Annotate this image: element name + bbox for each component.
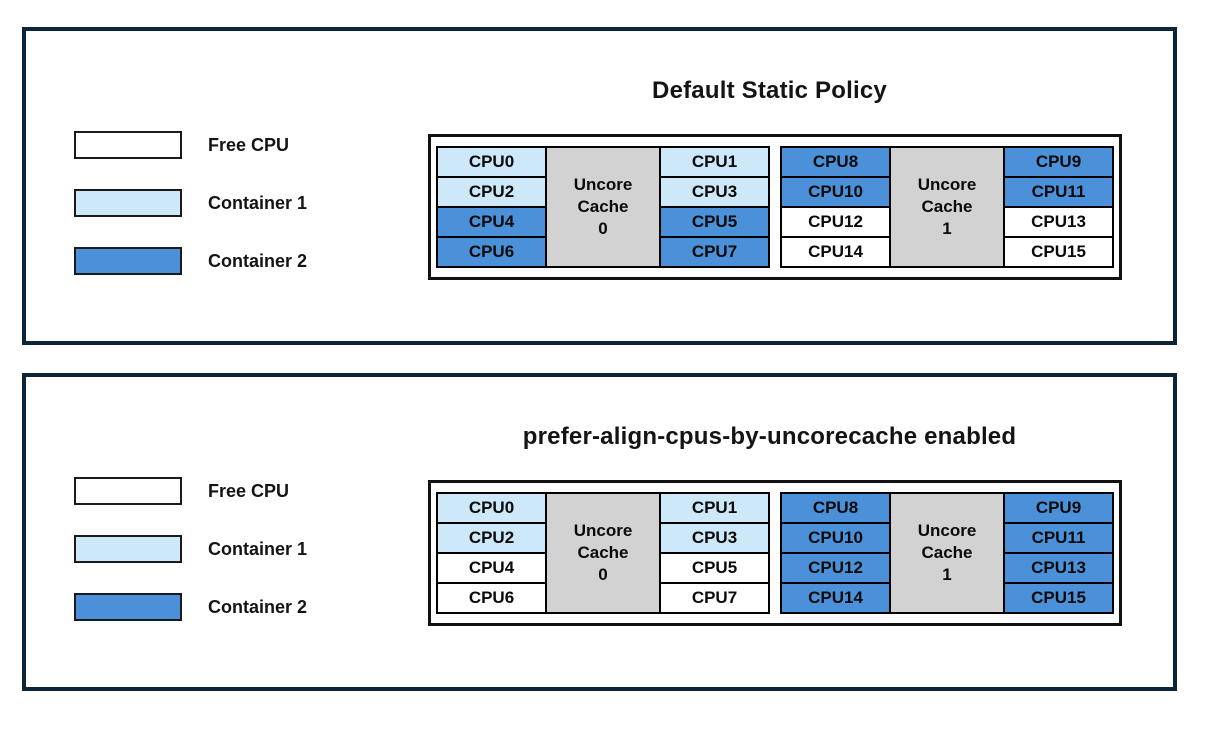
uncore-cache-cell-1: Uncore Cache 1: [891, 494, 1003, 612]
panel-title: Default Static Policy: [652, 77, 887, 104]
cpu-cell-cpu15: CPU15: [1005, 584, 1112, 612]
legend-label: Container 2: [208, 596, 308, 617]
cpu-cell-cpu11: CPU11: [1005, 178, 1112, 206]
panel-default-static-policy: Default Static Policy Free CPU Container …: [22, 27, 1177, 345]
cpu-cell-cpu5: CPU5: [661, 208, 768, 236]
legend-item-container-2: Container 2: [74, 247, 307, 275]
cpu-cell-cpu14: CPU14: [782, 238, 889, 266]
panel-prefer-align-cpus-by-uncorecache: prefer-align-cpus-by-uncorecache enabled…: [22, 373, 1177, 691]
cpu-cell-cpu2: CPU2: [438, 178, 545, 206]
cpu-cell-cpu7: CPU7: [661, 584, 768, 612]
uncore-cache-cell-0: Uncore Cache 0: [547, 494, 659, 612]
cpu-cell-cpu10: CPU10: [782, 524, 889, 552]
cpu-cell-cpu8: CPU8: [782, 494, 889, 522]
panel-title: prefer-align-cpus-by-uncorecache enabled: [522, 423, 1017, 450]
legend-item-container-1: Container 1: [74, 189, 307, 217]
cpu-cell-cpu12: CPU12: [782, 554, 889, 582]
cpu-cell-cpu15: CPU15: [1005, 238, 1112, 266]
legend-swatch-container1: [74, 535, 182, 563]
cpu-cell-cpu4: CPU4: [438, 208, 545, 236]
cpu-cell-cpu0: CPU0: [438, 494, 545, 522]
cpu-cell-cpu12: CPU12: [782, 208, 889, 236]
legend: Free CPU Container 1 Container 2: [74, 131, 307, 275]
cpu-cell-cpu6: CPU6: [438, 584, 545, 612]
legend-swatch-free: [74, 477, 182, 505]
cpu-cell-cpu7: CPU7: [661, 238, 768, 266]
cpu-cell-cpu10: CPU10: [782, 178, 889, 206]
cpu-cell-cpu4: CPU4: [438, 554, 545, 582]
cpu-cell-cpu1: CPU1: [661, 148, 768, 176]
legend-label: Container 1: [208, 538, 308, 559]
cpu-cell-cpu3: CPU3: [661, 524, 768, 552]
cpu-cell-cpu9: CPU9: [1005, 494, 1112, 522]
legend-label: Container 1: [208, 192, 308, 213]
legend: Free CPU Container 1 Container 2: [74, 477, 307, 621]
legend-label: Container 2: [208, 250, 308, 271]
cpu-cell-cpu11: CPU11: [1005, 524, 1112, 552]
legend-label: Free CPU: [208, 134, 290, 155]
legend-item-free-cpu: Free CPU: [74, 131, 307, 159]
legend-item-container-2: Container 2: [74, 593, 307, 621]
cpu-cell-cpu13: CPU13: [1005, 554, 1112, 582]
uncore-cache-cell-1: Uncore Cache 1: [891, 148, 1003, 266]
cpu-cell-cpu0: CPU0: [438, 148, 545, 176]
legend-swatch-free: [74, 131, 182, 159]
cpu-cell-cpu9: CPU9: [1005, 148, 1112, 176]
cpu-cell-cpu1: CPU1: [661, 494, 768, 522]
cpu-cell-cpu14: CPU14: [782, 584, 889, 612]
legend-item-container-1: Container 1: [74, 535, 307, 563]
cpu-cell-cpu5: CPU5: [661, 554, 768, 582]
cpu-cell-cpu6: CPU6: [438, 238, 545, 266]
cpu-cell-cpu13: CPU13: [1005, 208, 1112, 236]
legend-label: Free CPU: [208, 480, 290, 501]
cpu-cell-cpu2: CPU2: [438, 524, 545, 552]
uncore-cache-cell-0: Uncore Cache 0: [547, 148, 659, 266]
cpu-cell-cpu3: CPU3: [661, 178, 768, 206]
legend-item-free-cpu: Free CPU: [74, 477, 307, 505]
cpu-cell-cpu8: CPU8: [782, 148, 889, 176]
legend-swatch-container2: [74, 247, 182, 275]
legend-swatch-container1: [74, 189, 182, 217]
legend-swatch-container2: [74, 593, 182, 621]
